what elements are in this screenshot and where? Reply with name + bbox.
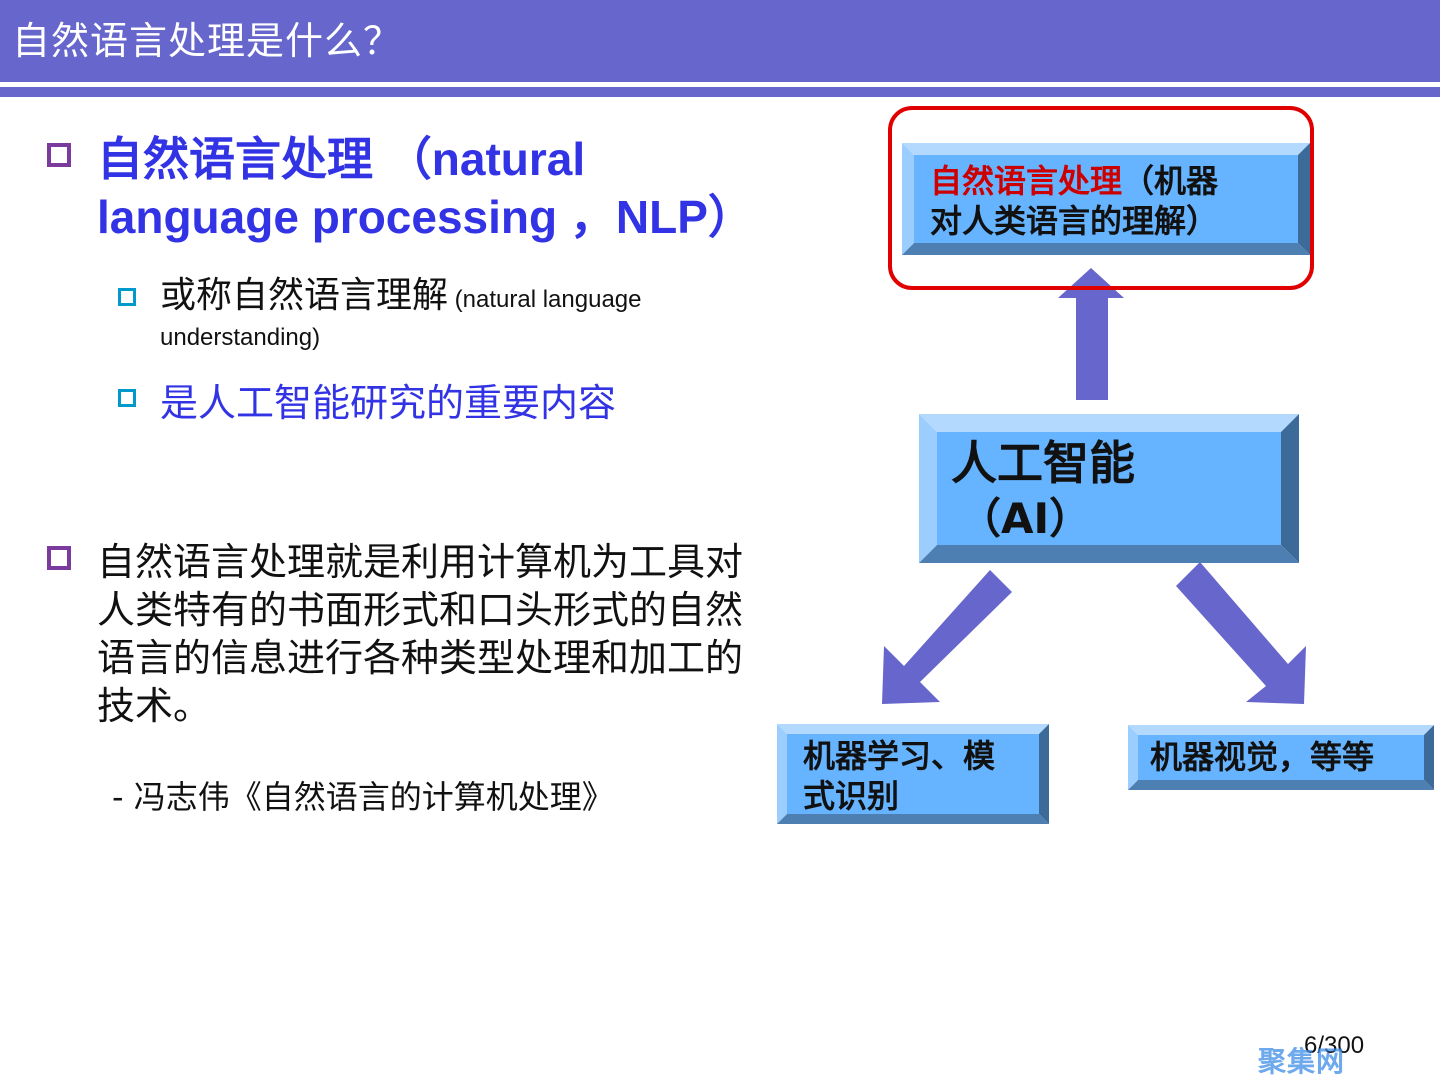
nlp-box-bevel bbox=[902, 143, 1310, 255]
nlp-box-label: 自然语言处理（机器对人类语言的理解） bbox=[930, 161, 1300, 241]
page-number: 6/300 bbox=[1304, 1032, 1365, 1059]
ml-box-bevel bbox=[777, 724, 1049, 824]
bullet-square-icon bbox=[47, 546, 71, 570]
arrow-down-right-icon bbox=[1176, 562, 1306, 704]
header-divider bbox=[0, 87, 1440, 97]
vision-box-label: 机器视觉，等等 bbox=[1150, 738, 1375, 776]
arrow-up-icon bbox=[1058, 268, 1124, 400]
nlp-box: 自然语言处理（机器对人类语言的理解） bbox=[902, 143, 1310, 255]
ai-importance-text: 是人工智能研究的重要内容 bbox=[160, 381, 617, 425]
vision-box: 机器视觉，等等 bbox=[1128, 725, 1434, 790]
title-bar: 自然语言处理是什么？ bbox=[0, 0, 1440, 82]
nlp-box-paren: （机器 bbox=[1122, 162, 1219, 200]
arrow-down-left-icon bbox=[882, 570, 1012, 704]
ml-box-line1: 机器学习、模 bbox=[803, 737, 996, 775]
ai-box-bevel bbox=[919, 414, 1299, 563]
ai-box: 人工智能 （AI） bbox=[919, 414, 1299, 563]
ml-box-label: 机器学习、模式识别 bbox=[803, 736, 1043, 816]
ml-box: 机器学习、模式识别 bbox=[777, 724, 1049, 824]
nlp-box-line2: 对人类语言的理解） bbox=[930, 202, 1219, 240]
nlp-definition-heading: 自然语言处理 （natural language processing ，NLP… bbox=[97, 133, 754, 243]
page-title: 自然语言处理是什么？ bbox=[12, 19, 403, 63]
ml-box-line2: 式识别 bbox=[803, 777, 900, 815]
nlp-description: 自然语言处理就是利用计算机为工具对人类特有的书面形式和口头形式的自然语言的信息进… bbox=[97, 540, 744, 728]
ai-box-title: 人工智能 bbox=[951, 436, 1135, 490]
nlp-box-highlight: 自然语言处理 bbox=[930, 162, 1123, 200]
highlight-frame bbox=[888, 106, 1314, 290]
header-divider-white bbox=[0, 82, 1440, 86]
vision-box-bevel bbox=[1128, 725, 1434, 790]
nlu-alias-text: 或称自然语言理解 (natural language understanding… bbox=[160, 278, 760, 358]
bullet-square-icon bbox=[47, 143, 71, 167]
watermark-logo: 聚集网 bbox=[1258, 1045, 1346, 1078]
nlu-alias-zh: 或称自然语言理解 bbox=[160, 275, 449, 316]
nlu-alias-en: (natural language understanding) bbox=[160, 286, 642, 351]
ai-box-subtitle: （AI） bbox=[959, 494, 1092, 543]
bullet-square-icon bbox=[118, 389, 136, 407]
citation: - 冯志伟《自然语言的计算机处理》 bbox=[112, 778, 614, 816]
bullet-square-icon bbox=[118, 288, 136, 306]
